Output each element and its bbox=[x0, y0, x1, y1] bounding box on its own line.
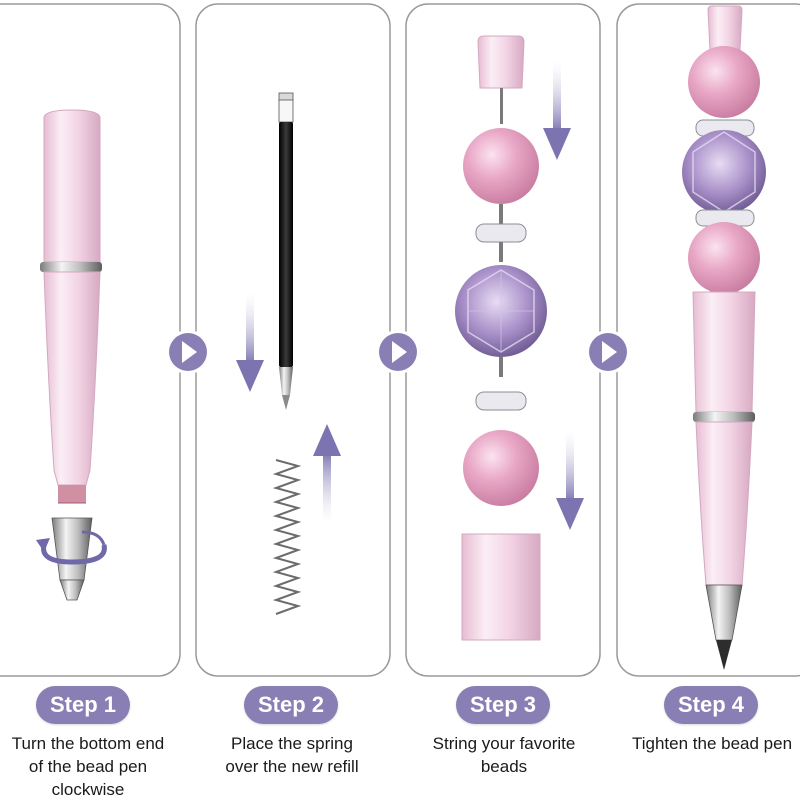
spacer-bead bbox=[475, 223, 527, 243]
step3-beads bbox=[455, 35, 547, 641]
step-3-badge: Step 3 bbox=[456, 686, 550, 724]
step-1-badge: Step 1 bbox=[36, 686, 130, 724]
step-3-caption-line: beads bbox=[480, 757, 528, 776]
step-3-caption: String your favorite beads bbox=[404, 732, 604, 778]
pink-pearl-bead bbox=[688, 46, 760, 118]
step-2-caption: Place the spring over the new refill bbox=[192, 732, 392, 778]
rotate-icon bbox=[36, 530, 107, 565]
step-3-caption-line: String your favorite bbox=[432, 734, 576, 753]
chevron-right-icon bbox=[586, 330, 630, 374]
crystal-bead bbox=[682, 130, 766, 214]
pink-pearl-bead bbox=[688, 222, 760, 294]
arrow-down-icon bbox=[556, 430, 584, 530]
chevron-right-icon bbox=[376, 330, 420, 374]
spacer-bead bbox=[475, 391, 527, 411]
step-4-caption: Tighten the bead pen bbox=[612, 732, 800, 755]
step-2-caption-line: Place the spring bbox=[231, 734, 353, 753]
step1-pen bbox=[36, 109, 107, 601]
step2-refill bbox=[278, 92, 294, 410]
step-1-caption-line: clockwise bbox=[51, 780, 125, 799]
pink-pearl-bead bbox=[463, 430, 539, 506]
step-1-caption-line: Turn the bottom end bbox=[11, 734, 165, 753]
chevron-right-icon bbox=[166, 330, 210, 374]
spring bbox=[272, 459, 302, 615]
crystal-bead bbox=[455, 265, 547, 357]
pink-pearl-bead bbox=[463, 128, 539, 204]
arrow-down-icon bbox=[543, 60, 571, 160]
step-1-caption: Turn the bottom end of the bead pen cloc… bbox=[0, 732, 188, 801]
step-4-caption-line: Tighten the bead pen bbox=[631, 734, 793, 753]
step-2-badge: Step 2 bbox=[244, 686, 338, 724]
arrow-up-icon bbox=[313, 424, 341, 524]
step-2-caption-line: over the new refill bbox=[225, 757, 359, 776]
arrow-down-icon bbox=[236, 292, 264, 392]
step4-assembled-pen bbox=[682, 5, 766, 670]
step-4-badge: Step 4 bbox=[664, 686, 758, 724]
step-1-caption-line: of the bead pen bbox=[28, 757, 148, 776]
